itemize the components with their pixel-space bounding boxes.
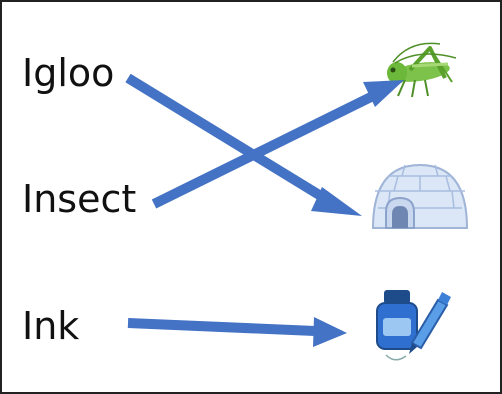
word-igloo: Igloo	[22, 51, 115, 95]
arrow-igloo-to-igloo	[125, 73, 337, 209]
word-ink: Ink	[22, 304, 80, 348]
ink-bottle-and-pen-icon	[376, 290, 451, 361]
arrow-ink-to-ink-head	[313, 317, 347, 347]
igloo-icon	[371, 163, 469, 229]
arrow-insect-to-grasshopper	[151, 89, 380, 209]
grasshopper-icon	[387, 42, 457, 98]
arrow-insect-to-grasshopper-head	[363, 80, 404, 107]
word-insect: Insect	[22, 177, 137, 221]
arrow-igloo-to-igloo-head	[311, 187, 362, 216]
arrow-ink-to-ink	[127, 318, 316, 336]
match-arrows	[125, 73, 404, 347]
